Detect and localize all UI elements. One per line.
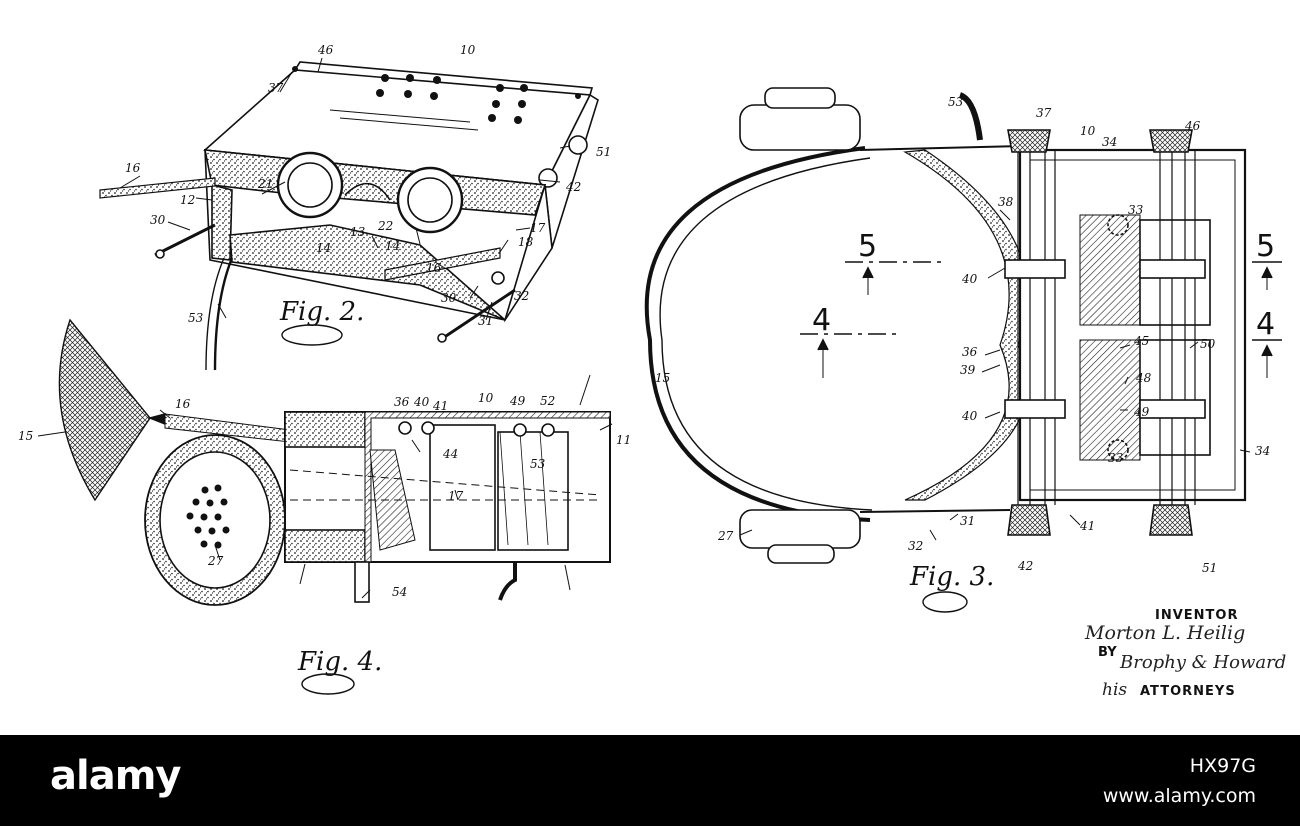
fig3-drawing [644,87,1282,564]
label-54: 54 [392,585,407,599]
fig2-title: Fig. 2. [279,297,364,327]
label-22: 22 [377,219,393,233]
speaker-holes [186,484,230,549]
label-27: 27 [717,529,734,543]
label-27: 27 [207,554,224,568]
inventor-signature: Morton L. Heilig [1085,622,1246,644]
label-40b: 40 [961,409,978,423]
label-42: 42 [565,180,581,194]
label-53: 53 [530,457,546,471]
fig4-title: Fig. 4. [297,647,382,677]
fig4-drawing [37,318,613,606]
label-49: 49 [1133,405,1150,419]
label-33: 33 [1128,203,1144,217]
label-30b: 30 [441,291,457,305]
watermark-bar: alamy HX97G www.alamy.com [0,735,1300,826]
image-id: HX97G [1189,755,1256,777]
label-32: 32 [514,289,529,303]
label-16b: 16 [426,261,442,275]
label-40a: 40 [961,272,978,286]
label-40: 40 [413,395,430,409]
label-46: 46 [1184,119,1201,133]
label-50: 50 [1200,337,1216,351]
label-44: 44 [442,447,458,461]
label-30: 30 [150,213,166,227]
label-14b: 14 [385,239,400,253]
label-31: 31 [960,514,975,528]
label-38: 38 [998,195,1014,209]
label-51: 51 [596,145,611,159]
fig2-labels: 46 10 37 16 51 21 42 12 22 30 13 14 14 1… [125,43,611,328]
inventor-label: INVENTOR [1155,608,1239,623]
his-label: his [1102,680,1128,700]
fig3-title: Fig. 3. [909,562,994,592]
label-41: 41 [1079,519,1095,533]
label-13: 13 [350,225,366,239]
label-53: 53 [188,311,204,325]
label-32: 32 [908,539,923,553]
label-34b: 34 [1255,444,1270,458]
label-10: 10 [1080,124,1096,138]
label-36: 36 [962,345,978,359]
label-18: 18 [518,235,534,249]
label-33b: 33 [1108,451,1124,465]
label-15: 15 [18,429,33,443]
alamy-logo: alamy [50,753,181,799]
fig3-labels: 53 37 10 34 46 38 33 5 5 40 4 4 36 45 50… [655,95,1275,575]
label-15: 15 [655,371,670,385]
label-49: 49 [509,394,526,408]
label-36: 36 [394,395,410,409]
fig4-labels: 36 40 41 10 49 52 15 16 11 44 53 17 27 5… [18,391,631,599]
section-4-right: 4 [1256,307,1275,342]
label-51: 51 [1202,561,1217,575]
label-16: 16 [125,161,141,175]
label-37: 37 [268,81,284,95]
section-4-left: 4 [812,303,831,338]
label-17: 17 [448,489,464,503]
attorney-signature: Brophy & Howard [1120,652,1287,673]
patent-drawing-sheet: Fig. 2. 46 10 37 16 51 21 42 12 22 30 13… [18,43,1287,700]
label-42: 42 [1017,559,1033,573]
label-10: 10 [460,43,476,57]
label-16: 16 [175,397,191,411]
attorneys-label: ATTORNEYS [1140,684,1236,699]
by-label: BY [1098,645,1117,660]
label-39: 39 [960,363,976,377]
label-46: 46 [317,43,334,57]
label-34: 34 [1102,135,1117,149]
label-37: 37 [1036,106,1052,120]
label-14a: 14 [316,241,331,255]
label-31: 31 [478,314,493,328]
label-41: 41 [432,399,448,413]
section-5-left: 5 [858,229,877,264]
website-url: www.alamy.com [1102,785,1256,807]
patent-drawings: Fig. 2. 46 10 37 16 51 21 42 12 22 30 13… [18,43,1282,695]
label-52: 52 [540,394,555,408]
label-21: 21 [257,177,273,191]
fig2-drawing [99,57,599,371]
label-45: 45 [1133,334,1149,348]
label-53: 53 [948,95,964,109]
label-12: 12 [180,193,195,207]
label-17: 17 [530,221,546,235]
label-10: 10 [478,391,494,405]
label-48: 48 [1135,371,1152,385]
section-5-right: 5 [1256,229,1275,264]
label-11: 11 [616,433,631,447]
